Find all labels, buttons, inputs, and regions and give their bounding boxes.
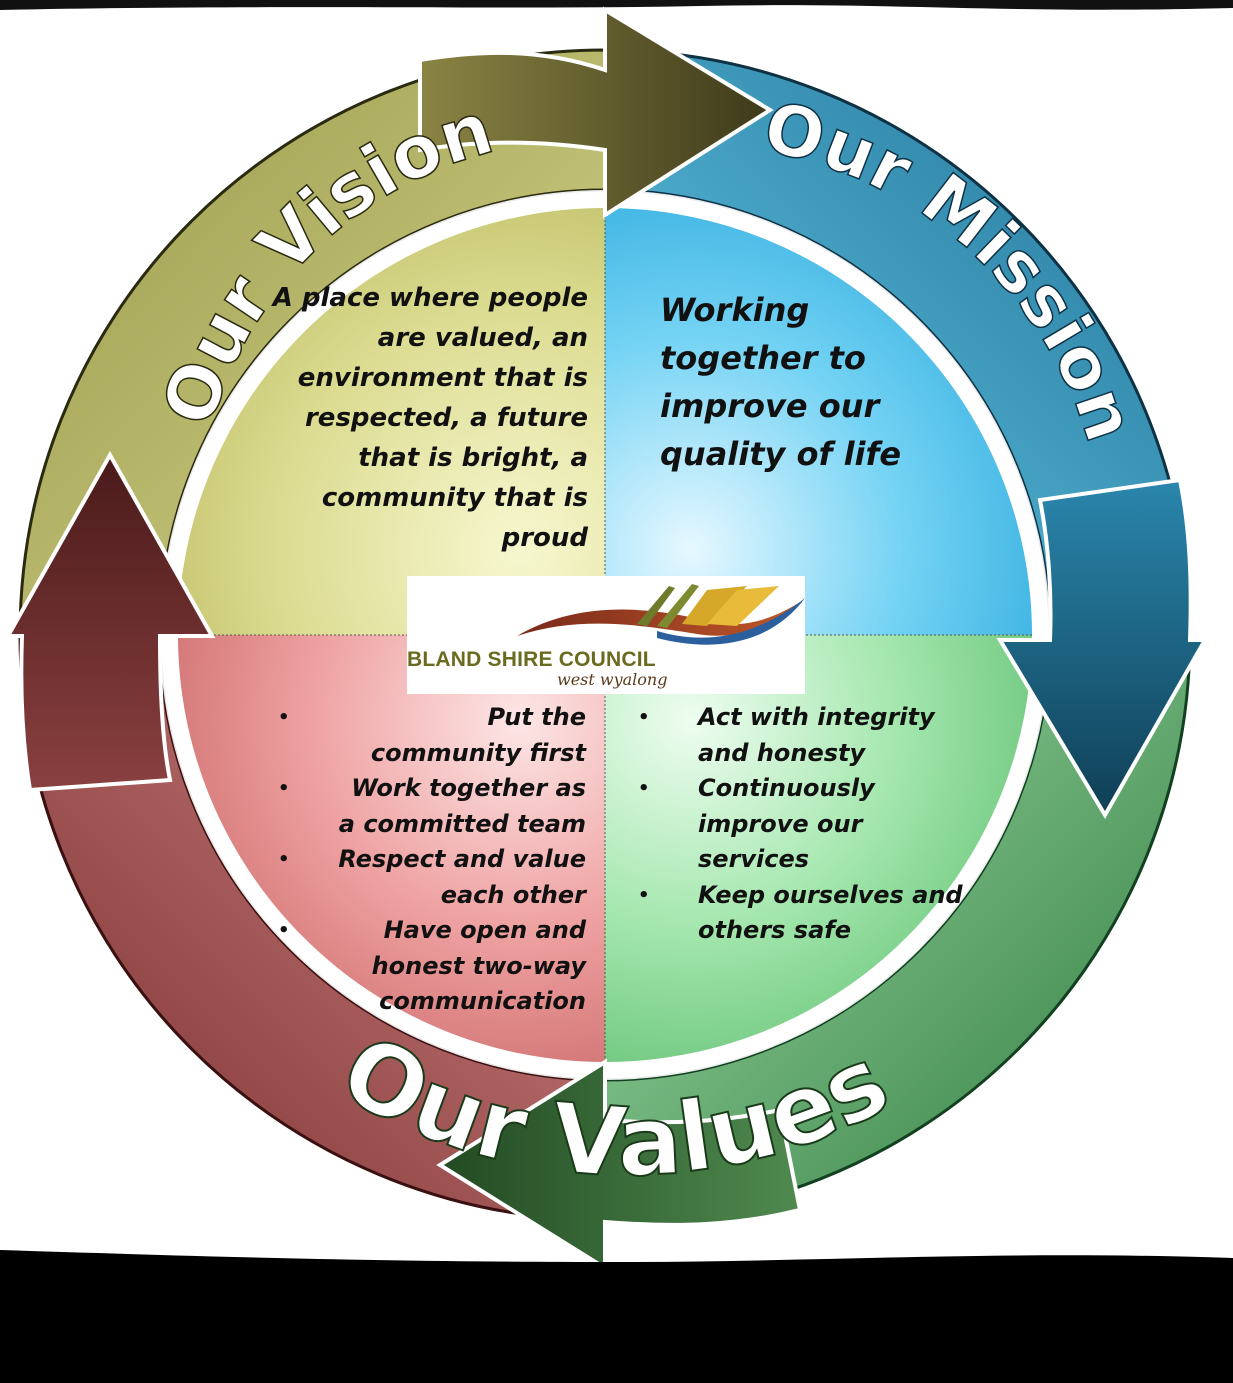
arrow-values-to-left [436, 1058, 803, 1272]
value-item: Put the community first [278, 700, 586, 771]
values-list-left: Put the community first Work together as… [278, 700, 586, 1020]
logo-subtitle: west wyalong [557, 670, 668, 689]
mission-statement: Working together to improve our quality … [660, 291, 902, 473]
value-item: Respect and value each other [278, 842, 586, 913]
council-logo: BLAND SHIRE COUNCIL west wyalong [407, 576, 805, 694]
arrow-mission-to-values [996, 477, 1209, 819]
value-item: Have open and honest two-way communicati… [278, 913, 586, 1020]
values-list-right: Act with integrity and honesty Continuou… [638, 700, 978, 949]
quadrant-vision [178, 208, 605, 635]
value-item: Continuously improve our services [638, 771, 978, 878]
logo-name: BLAND SHIRE COUNCIL [407, 648, 656, 671]
value-item: Act with integrity and honesty [638, 700, 978, 771]
quadrant-mission [605, 208, 1032, 635]
top-dark-band [0, 0, 1233, 10]
arrow-values-to-vision [4, 450, 216, 793]
bottom-dark-band [0, 1250, 1233, 1383]
logo-swoosh-icon [517, 584, 805, 645]
value-item: Work together as a committed team [278, 771, 586, 842]
value-item: Keep ourselves and others safe [638, 878, 978, 949]
vision-statement: A place where people are valued, an envi… [272, 283, 588, 553]
arrow-vision-to-mission [418, 6, 774, 219]
